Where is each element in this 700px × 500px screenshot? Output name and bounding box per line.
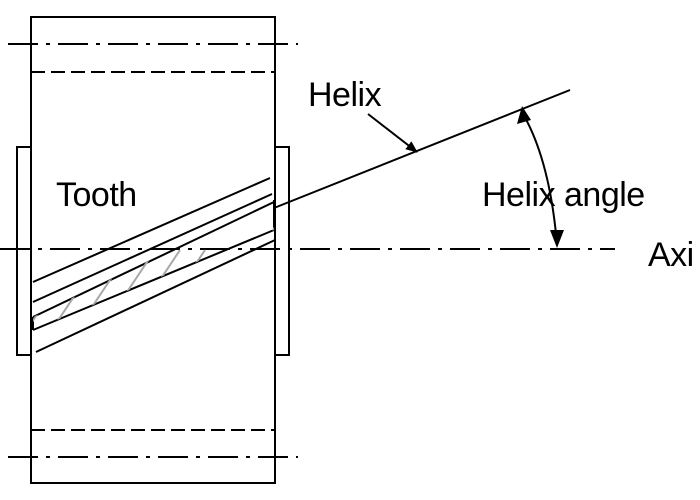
helix-angle-arrow-bottom bbox=[550, 230, 564, 248]
right-hub-flange bbox=[274, 146, 290, 356]
tooth-label: Tooth bbox=[56, 176, 137, 214]
helix-angle-arrow-top bbox=[517, 106, 531, 124]
helix-leader-arrow bbox=[367, 113, 418, 153]
helix-line bbox=[273, 89, 571, 209]
helix-label: Helix bbox=[308, 76, 382, 114]
left-hub-flange bbox=[16, 146, 32, 356]
helix-angle-arc bbox=[521, 111, 558, 246]
axis-label: Axi bbox=[648, 236, 694, 274]
helix-angle-label: Helix angle bbox=[482, 176, 645, 214]
